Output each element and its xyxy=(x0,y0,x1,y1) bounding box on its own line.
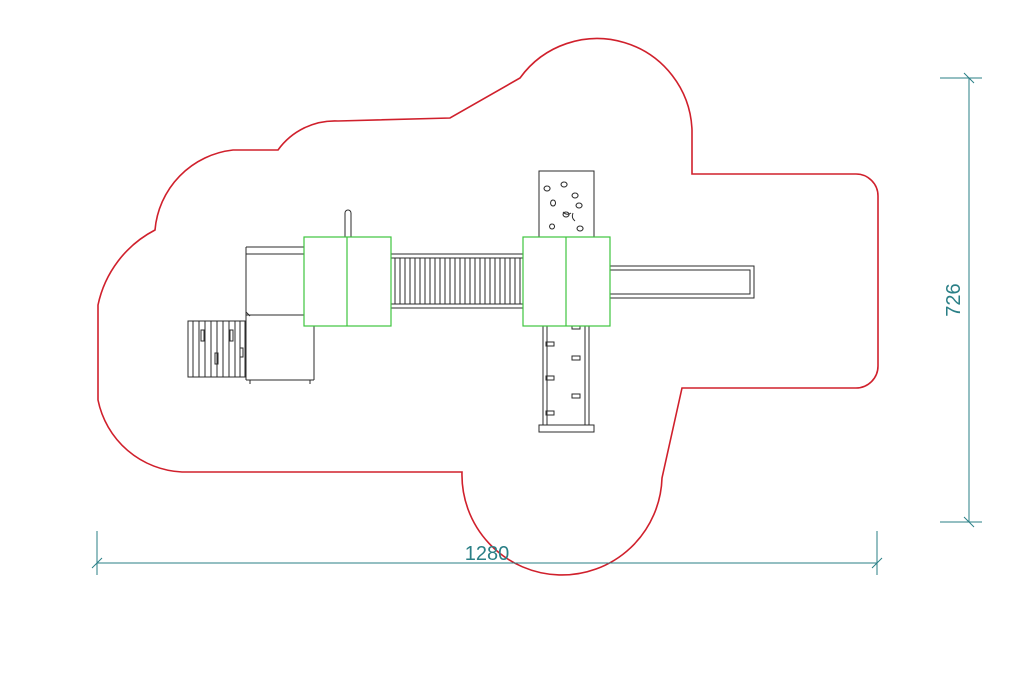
ladder xyxy=(538,324,595,433)
pole xyxy=(344,209,352,237)
height-tick-top xyxy=(963,72,975,84)
handle xyxy=(239,347,244,358)
bridge xyxy=(390,253,523,309)
climbing-wall xyxy=(538,170,595,239)
height-dimension: 726 xyxy=(940,72,982,528)
width-tick-right xyxy=(871,557,883,569)
entry-steps xyxy=(187,320,246,378)
handle xyxy=(214,352,219,365)
rung xyxy=(571,355,581,361)
rung xyxy=(545,375,555,381)
handle xyxy=(229,329,234,342)
step-treads xyxy=(192,321,241,377)
safety-zone-boundary xyxy=(97,37,879,576)
rung xyxy=(571,393,581,399)
climbing-wall-panel xyxy=(538,170,595,239)
width-dimension: 1280 xyxy=(91,531,883,575)
lower-platform xyxy=(245,246,315,384)
rung xyxy=(545,341,555,347)
bridge-slats xyxy=(394,258,521,304)
height-tick-bottom xyxy=(963,516,975,528)
handle xyxy=(200,329,205,342)
slide xyxy=(609,265,755,299)
rung xyxy=(545,410,555,416)
climbing-holds xyxy=(543,181,584,232)
height-label: 726 xyxy=(943,283,965,316)
width-tick-left xyxy=(91,557,103,569)
play-equipment xyxy=(187,170,755,433)
width-label: 1280 xyxy=(465,543,510,565)
tower-platforms xyxy=(303,236,611,327)
